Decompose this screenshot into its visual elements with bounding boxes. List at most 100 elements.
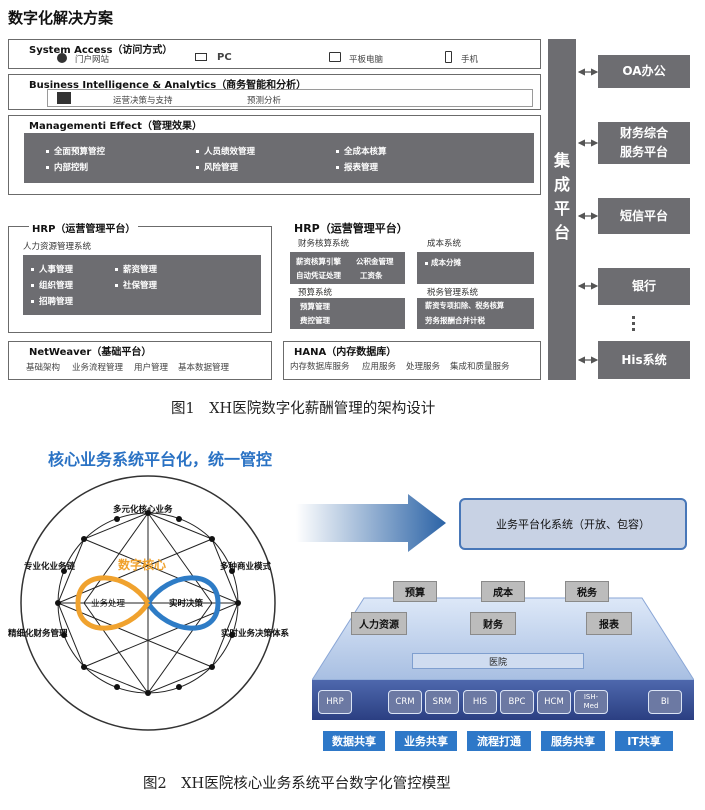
netweaver-inner: 基础架构 业务流程管理 用户管理 基本数据管理	[23, 358, 261, 376]
access-item-tablet: 平板电脑	[349, 55, 384, 65]
management-item: 全面预算管控	[54, 147, 106, 157]
more-dots	[632, 316, 636, 331]
system-sms: 短信平台	[598, 198, 690, 234]
management-item: 报表管理	[344, 163, 379, 173]
circle-label-left-upper: 专业化业务链	[24, 562, 76, 572]
tax-item: 薪资专项扣除、税务核算	[425, 301, 505, 310]
system-bank: 银行	[598, 268, 690, 305]
hana-box: HANA（内存数据库） 内存数据库服务 应用服务 处理服务 集成和质量服务	[283, 341, 541, 380]
finance-subtitle: 财务核算系统	[298, 239, 350, 249]
block-cost: 成本	[481, 581, 525, 602]
bi-title: Business Intelligence & Analytics（商务智能和分…	[29, 80, 307, 91]
platform-label: 业务平台化系统（开放、包容）	[496, 518, 650, 531]
management-item: 全成本核算	[344, 147, 387, 157]
share-data: 数据共享	[323, 731, 385, 751]
system-oa: OA办公	[598, 55, 690, 88]
finance-item: 薪资核算引擎	[296, 257, 341, 266]
cost-panel: 成本分摊	[417, 252, 534, 284]
integration-platform-bar: 集成平台	[548, 39, 576, 380]
platform-item-crm: CRM	[388, 690, 422, 714]
management-item: 人员绩效管理	[204, 147, 256, 157]
laptop-icon	[195, 53, 207, 61]
share-it: IT共享	[615, 731, 673, 751]
access-item-mobile: 手机	[461, 55, 479, 65]
netweaver-item: 用户管理	[134, 363, 169, 373]
netweaver-item: 基础架构	[26, 363, 61, 373]
netweaver-title: NetWeaver（基础平台）	[29, 347, 152, 358]
share-business: 业务共享	[395, 731, 457, 751]
phone-icon	[445, 51, 452, 63]
hrp-hr-title: HRP（运营管理平台）	[29, 220, 139, 235]
netweaver-item: 基本数据管理	[178, 363, 230, 373]
chart-icon	[57, 92, 71, 104]
finance-panel: 薪资核算引擎 公积金管理 自动凭证处理 工资条	[290, 252, 405, 284]
system-access-box: System Access（访问方式） 门户网站 PC 平板电脑 手机	[8, 39, 541, 69]
tablet-icon	[329, 52, 341, 62]
budget-item: 预算管理	[300, 302, 330, 311]
bi-item-decision: 运营决策与支持	[113, 96, 173, 106]
integration-label: 集成平台	[553, 151, 570, 242]
hana-item: 集成和质量服务	[450, 362, 510, 372]
budget-item: 费控管理	[300, 316, 330, 325]
platform-item-bpc: BPC	[500, 690, 534, 714]
management-title: Managementi Effect（管理效果）	[29, 121, 202, 132]
platform-item-srm: SRM	[425, 690, 459, 714]
hrp-finance-title: HRP（运营管理平台）	[294, 222, 408, 235]
block-budget: 预算	[393, 581, 437, 602]
tax-panel: 薪资专项扣除、税务核算 劳务报酬合并计税	[417, 298, 534, 329]
hr-item: 社保管理	[123, 281, 158, 291]
hr-item: 薪资管理	[123, 265, 158, 275]
budget-subtitle: 预算系统	[298, 288, 333, 298]
finance-item: 工资条	[360, 271, 383, 280]
integration-arrows	[577, 68, 599, 364]
hana-item: 内存数据库服务	[290, 362, 350, 372]
hana-title: HANA（内存数据库）	[294, 347, 397, 358]
figure1-title: 数字化解决方案	[8, 9, 114, 27]
hrp-finance-box: HRP（运营管理平台） 财务核算系统 成本系统 薪资核算引擎 公积金管理 自动凭…	[283, 222, 541, 333]
hr-item: 招聘管理	[39, 297, 74, 307]
finance-item: 自动凭证处理	[296, 271, 341, 280]
system-finance-service: 财务综合服务平台	[598, 122, 690, 164]
bi-box: Business Intelligence & Analytics（商务智能和分…	[8, 74, 541, 110]
platform-label-box: 业务平台化系统（开放、包容）	[459, 498, 687, 550]
cost-item: 成本分摊	[431, 258, 461, 267]
share-process: 流程打通	[467, 731, 531, 751]
tax-item: 劳务报酬合并计税	[425, 316, 485, 325]
bi-item-forecast: 预测分析	[247, 96, 282, 106]
core-label: 数字核心	[118, 558, 167, 572]
hr-panel: 人事管理 组织管理 招聘管理 薪资管理 社保管理	[23, 255, 261, 315]
system-finance-service-label: 财务综合服务平台	[619, 126, 668, 159]
hr-item: 组织管理	[39, 281, 74, 291]
block-report: 报表	[586, 612, 632, 635]
platform-item-ish-med: ISH-Med	[574, 690, 608, 714]
finance-item: 公积金管理	[356, 257, 394, 266]
tax-subtitle: 税务管理系统	[427, 288, 479, 298]
hospital-bar: 医院	[412, 653, 584, 669]
loop-left-label: 业务处理	[91, 599, 126, 609]
block-tax: 税务	[565, 581, 609, 602]
hospital-label: 医院	[488, 657, 507, 668]
platform-item-hcm: HCM	[537, 690, 571, 714]
circle-label-right-lower: 实时业务决策体系	[221, 629, 290, 639]
platform-item-hrp: HRP	[318, 690, 352, 714]
hrp-hr-box: HRP（运营管理平台） 人力资源管理系统 人事管理 组织管理 招聘管理 薪资管理…	[8, 220, 272, 333]
loop-right-label: 实时决策	[169, 599, 204, 609]
netweaver-item: 业务流程管理	[72, 363, 124, 373]
digital-core-diagram	[20, 475, 276, 731]
management-item: 内部控制	[54, 163, 89, 173]
system-access-title: System Access（访问方式）	[29, 45, 173, 56]
netweaver-box: NetWeaver（基础平台） 基础架构 业务流程管理 用户管理 基本数据管理	[8, 341, 272, 380]
management-panel: 全面预算管控 内部控制 人员绩效管理 风险管理 全成本核算 报表管理	[24, 133, 534, 183]
access-item-pc: PC	[217, 52, 232, 63]
hr-item: 人事管理	[39, 265, 74, 275]
share-service: 服务共享	[541, 731, 605, 751]
platform-item-bi: BI	[648, 690, 682, 714]
bi-inner	[47, 89, 533, 107]
circle-label-top: 多元化核心业务	[113, 505, 173, 515]
platform-item-his: HIS	[463, 690, 497, 714]
infinity-loop-blue	[75, 575, 151, 631]
system-his: His系统	[598, 341, 690, 379]
hrp-hr-subtitle: 人力资源管理系统	[23, 242, 92, 252]
hana-item: 应用服务	[362, 362, 397, 372]
figure2-caption: 图2 XH医院核心业务系统平台数字化管控模型	[143, 776, 451, 792]
